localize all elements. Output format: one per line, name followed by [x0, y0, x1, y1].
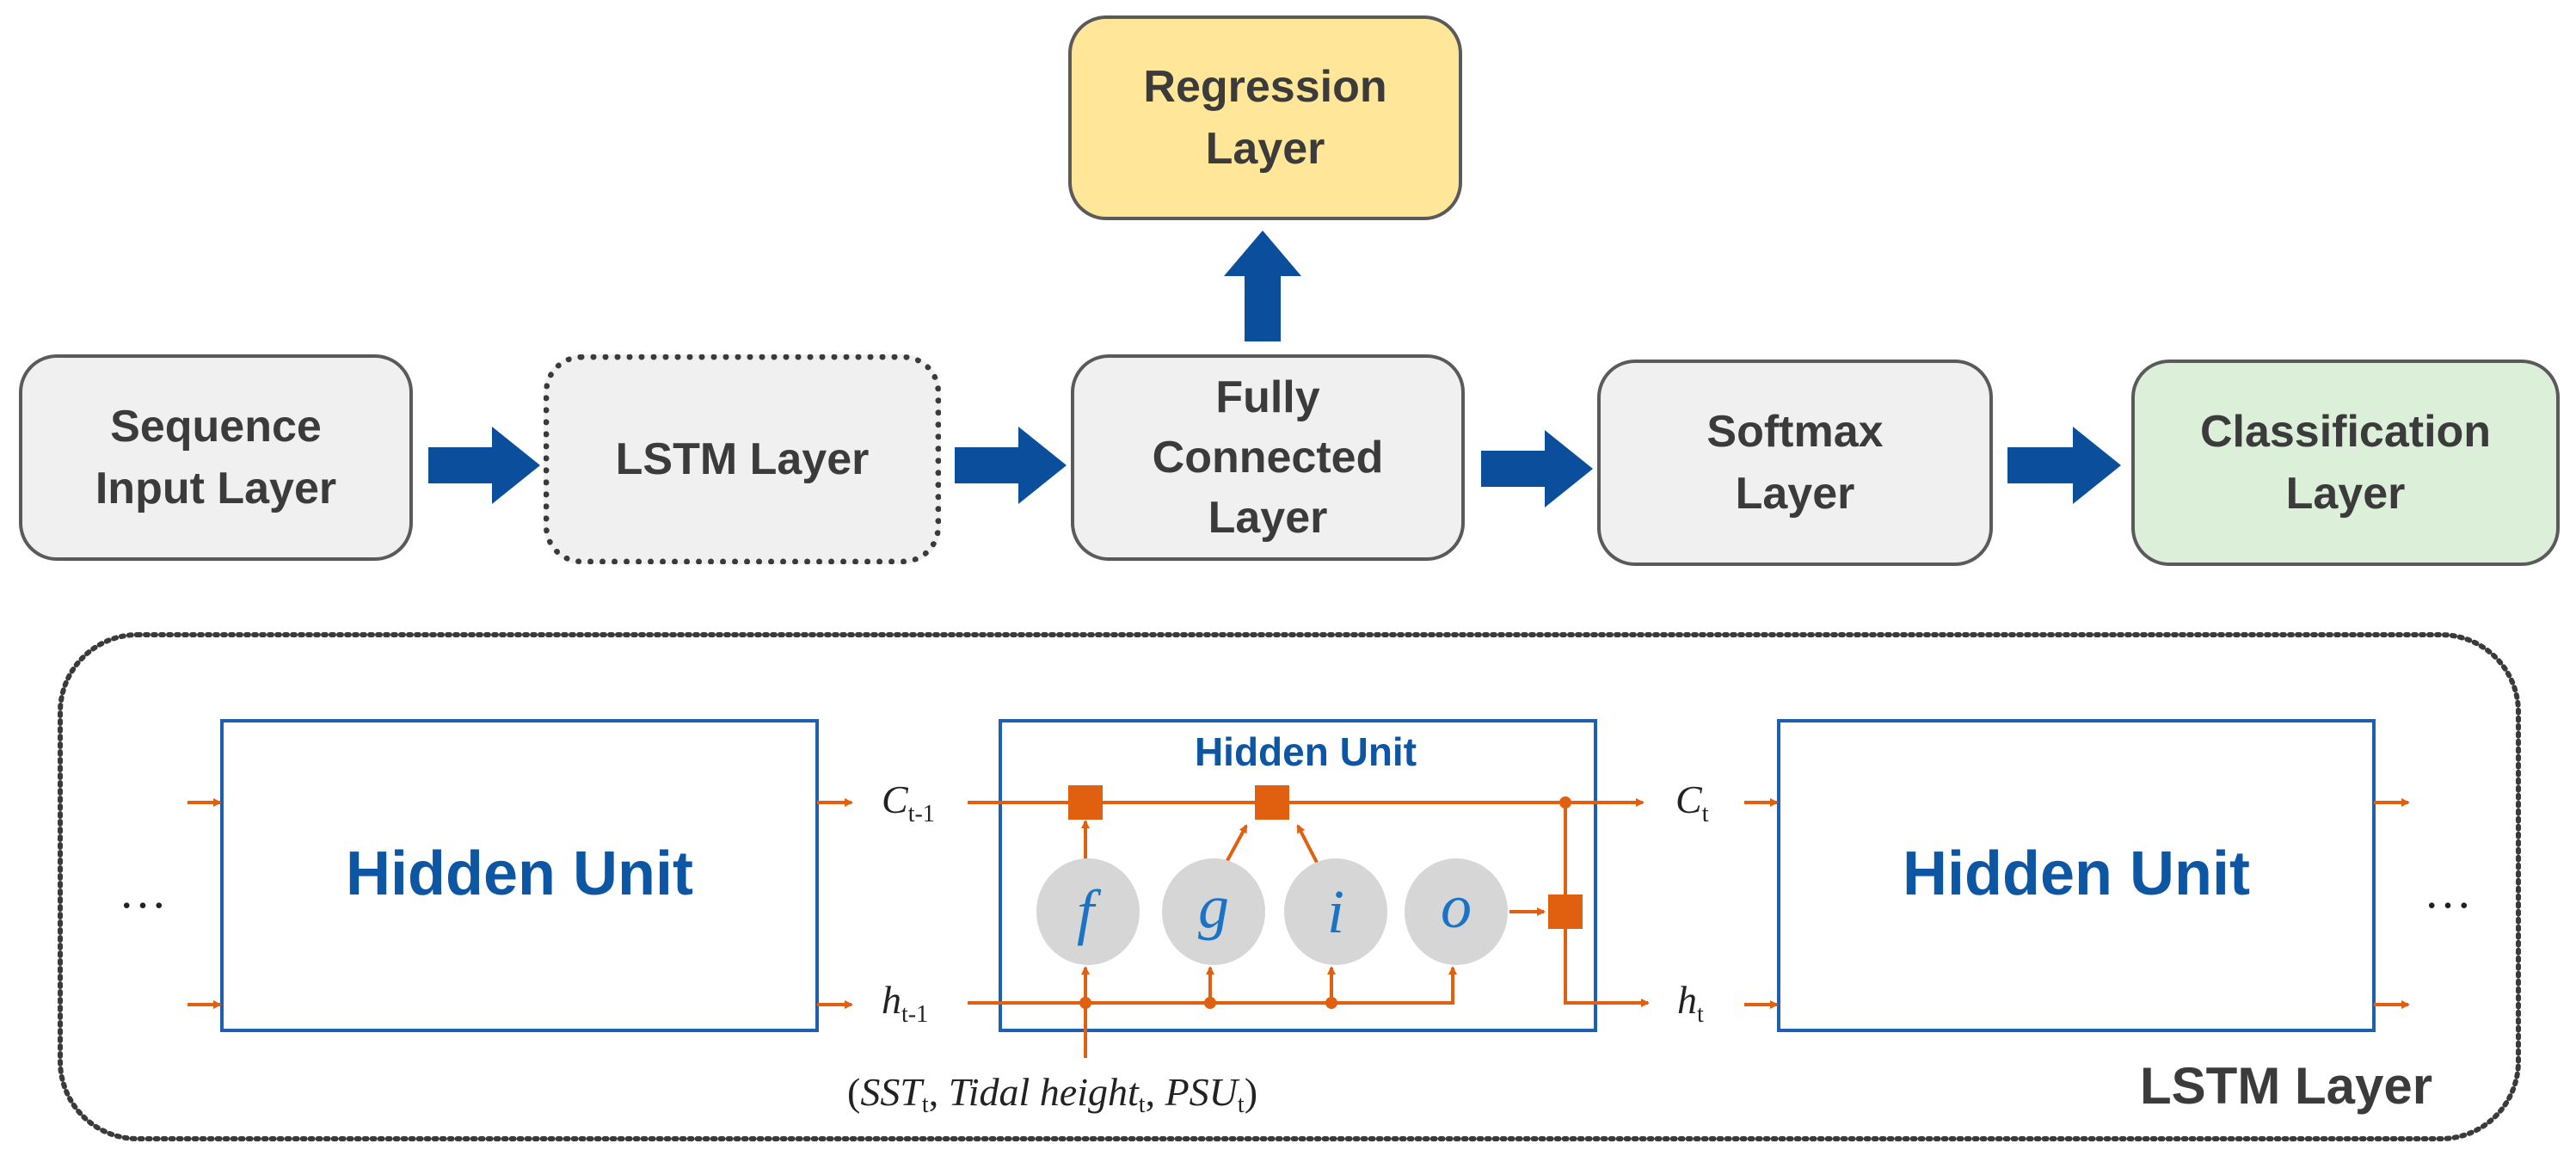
- hidden-curr-label: ht: [1677, 978, 1704, 1028]
- center-hidden-unit-label: Hidden Unit: [1195, 729, 1417, 774]
- arrow-fc-to-softmax: [1481, 430, 1593, 507]
- fully-connected-layer-box: Fully Connected Layer: [1071, 354, 1465, 561]
- hidden-state-line: [968, 966, 1457, 1005]
- hidden-prev-label: ht-1: [882, 978, 928, 1028]
- gate-i-node: [1284, 858, 1387, 965]
- junction-dot: [1559, 796, 1571, 808]
- lstm-container-label: LSTM Layer: [2140, 1057, 2433, 1115]
- output-branch-line: [1564, 802, 1650, 1007]
- sequence-input-layer-box: Sequence Input Layer: [19, 354, 413, 561]
- input-multiply-node: [1255, 785, 1289, 820]
- lstm-layer-container: [58, 632, 2521, 1141]
- regression-layer-label: Regression Layer: [1143, 62, 1387, 174]
- gate-o-node: [1405, 858, 1508, 965]
- cell-prev-label: Ct-1: [882, 778, 935, 827]
- gate-i-label: i: [1327, 877, 1344, 946]
- gate-o-label: o: [1441, 872, 1472, 941]
- input-features-label: (SSTt, Tidal heightt, PSUt): [847, 1070, 1257, 1118]
- lstm-layer-box: LSTM Layer: [544, 354, 941, 564]
- output-multiply-node: [1548, 895, 1583, 929]
- gate-f-node: [1036, 858, 1140, 965]
- classification-layer-label: Classification Layer: [2199, 407, 2492, 519]
- left-hidden-unit-box: [220, 719, 819, 1032]
- right-hidden-unit-box: [1777, 719, 2376, 1032]
- gate-g-node: [1162, 858, 1265, 965]
- sequence-input-layer-label: Sequence Input Layer: [95, 402, 337, 513]
- forget-multiply-node: [1068, 785, 1103, 820]
- arrow-softmax-to-classification: [2007, 427, 2121, 504]
- cell-curr-label: Ct: [1675, 778, 1709, 827]
- arrow-fc-to-regression: [1224, 231, 1301, 341]
- classification-layer-box: Classification Layer: [2131, 360, 2560, 566]
- lstm-layer-label: LSTM Layer: [615, 434, 870, 484]
- softmax-layer-box: Softmax Layer: [1597, 360, 1993, 566]
- left-hidden-unit-label: Hidden Unit: [346, 839, 693, 908]
- regression-layer-box: Regression Layer: [1068, 15, 1462, 220]
- arrow-input-to-lstm: [428, 427, 540, 504]
- softmax-layer-label: Softmax Layer: [1706, 407, 1884, 519]
- arrow-lstm-to-fc: [955, 427, 1067, 504]
- gate-g-label: g: [1198, 872, 1229, 941]
- right-hidden-unit-label: Hidden Unit: [1903, 839, 2250, 908]
- ellipsis-left: …: [119, 865, 167, 919]
- ellipsis-right: …: [2424, 865, 2472, 919]
- fully-connected-layer-label: Fully Connected Layer: [1152, 372, 1384, 543]
